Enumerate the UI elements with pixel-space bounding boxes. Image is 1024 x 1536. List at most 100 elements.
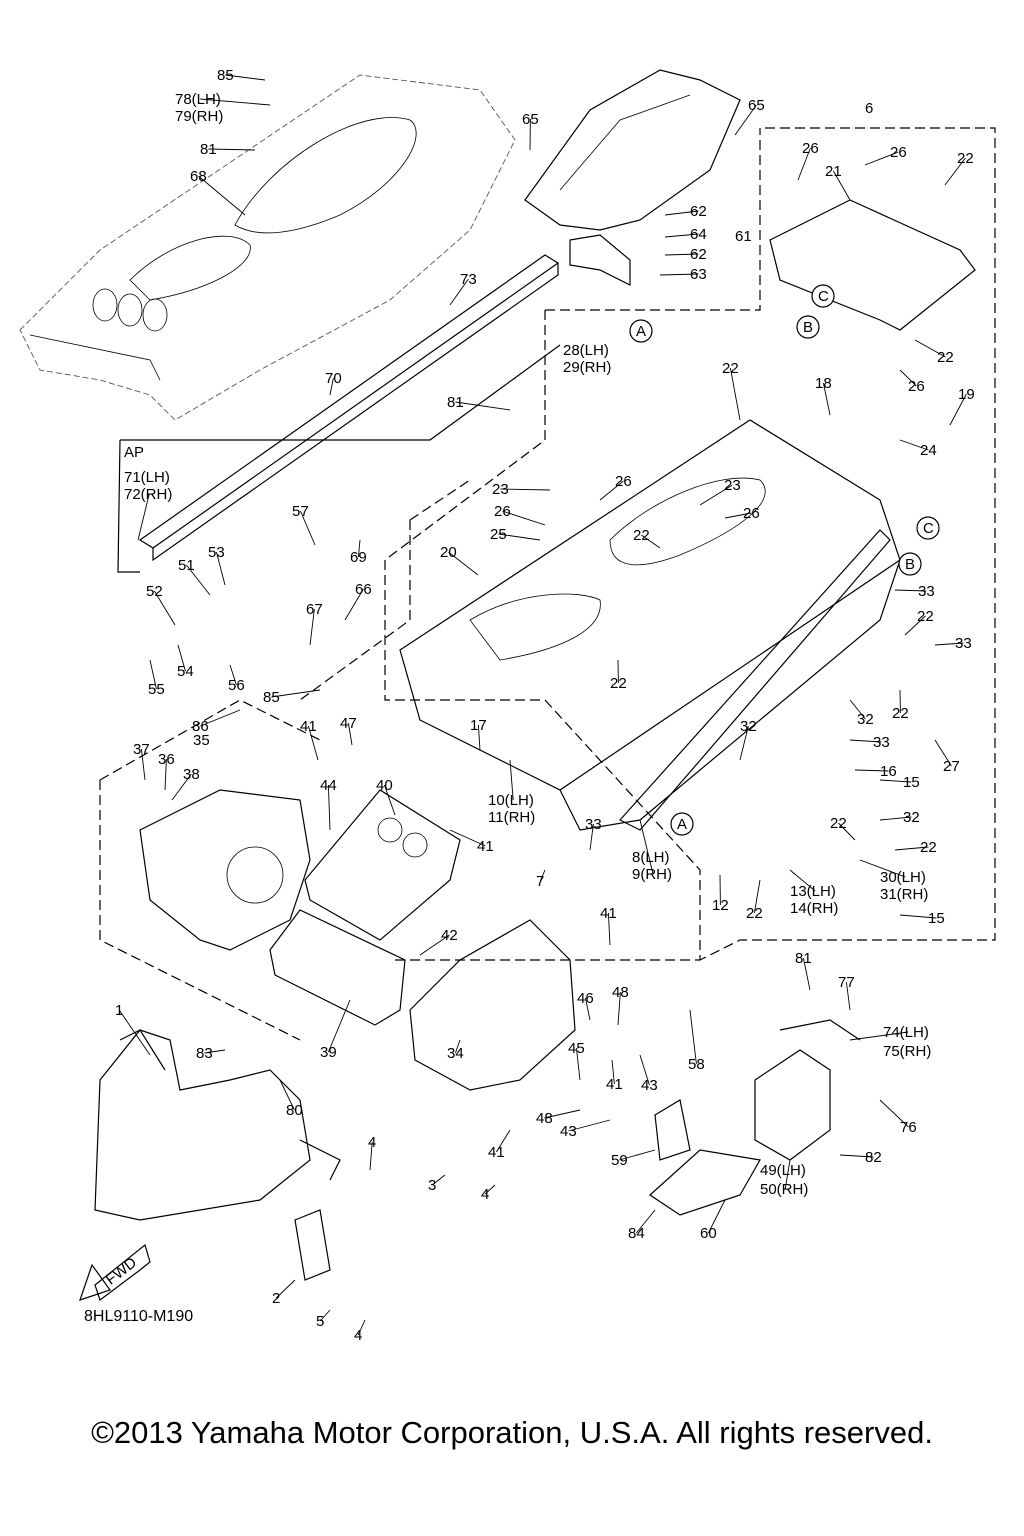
leader-line-2 (275, 1279, 296, 1299)
slide-rail-8-9 (619, 529, 891, 831)
callout-68: 68 (190, 168, 207, 185)
leader-line-22h (838, 822, 856, 841)
leader-line-62b (664, 253, 699, 256)
leader-line-60 (707, 1199, 726, 1234)
callout-39: 39 (320, 1044, 337, 1061)
leader-line-44 (327, 784, 331, 831)
callout-41a: 41 (300, 718, 317, 735)
callout-82: 82 (865, 1149, 882, 1166)
leader-line-15b (899, 914, 937, 919)
leader-line-37 (140, 748, 146, 781)
callout-12: 12 (712, 897, 729, 914)
ref-marker-label-B1: B (803, 319, 813, 336)
leader-line-47 (347, 722, 353, 746)
leader-line-10_11a (509, 759, 514, 801)
callout-22b: 22 (937, 349, 954, 366)
leader-line-55 (149, 659, 157, 690)
leader-line-52 (154, 590, 176, 626)
leader-line-41b (449, 829, 486, 847)
leader-line-22j (753, 879, 761, 914)
leader-line-18 (822, 382, 831, 416)
leader-line-22i (894, 846, 929, 851)
callout-57: 57 (292, 503, 309, 520)
callout-86: 86 (192, 718, 209, 735)
leader-line-8_9b (639, 819, 654, 875)
callout-47: 47 (340, 715, 357, 732)
callout-28_29a: 28(LH) (563, 342, 609, 359)
ref-marker-A1 (629, 319, 653, 343)
callout-84: 84 (628, 1225, 645, 1242)
callout-26f: 26 (743, 505, 760, 522)
leader-line-54 (177, 644, 186, 672)
callout-41b: 41 (477, 838, 494, 855)
callout-46: 46 (577, 990, 594, 1007)
callout-22h: 22 (830, 815, 847, 832)
leader-line-1 (118, 1009, 151, 1056)
leader-line-23b (699, 484, 733, 506)
leader-line-85b (271, 689, 321, 698)
fwd-arrow-icon: FWD (79, 1243, 151, 1301)
leader-line-26d (599, 480, 624, 501)
callout-4b: 4 (481, 1186, 489, 1203)
leader-line-33d (589, 823, 594, 851)
callout-32b: 32 (740, 718, 757, 735)
leader-line-63 (659, 273, 699, 276)
callout-2: 2 (272, 1290, 280, 1307)
leader-line-73 (449, 278, 469, 306)
leader-line-33b (934, 642, 964, 646)
ap-label: AP (124, 444, 144, 461)
callout-33d: 33 (585, 816, 602, 833)
callout-67: 67 (306, 601, 323, 618)
leader-line-42 (419, 934, 450, 956)
callout-13_14a: 13(LH) (790, 883, 836, 900)
leader-line-26a (797, 147, 811, 181)
callout-52: 52 (146, 583, 163, 600)
callout-49_50a: 49(LH) (760, 1162, 806, 1179)
callout-56: 56 (228, 677, 245, 694)
callout-16: 16 (880, 763, 897, 780)
callout-6: 6 (865, 100, 873, 117)
callout-71_72b: 72(RH) (124, 486, 172, 503)
ref-marker-C1 (811, 284, 835, 308)
callout-26d: 26 (615, 473, 632, 490)
callout-33a: 33 (918, 583, 935, 600)
callout-58: 58 (688, 1056, 705, 1073)
callout-64: 64 (690, 226, 707, 243)
leader-line-38 (171, 773, 192, 801)
callout-8_9a: 8(LH) (632, 849, 670, 866)
leader-line-64 (664, 233, 699, 238)
callout-23a: 23 (492, 481, 509, 498)
callout-81c: 81 (795, 950, 812, 967)
rail-70 (138, 254, 560, 562)
leader-line-20 (448, 551, 479, 576)
callout-4c: 4 (354, 1327, 362, 1344)
leader-line-45 (575, 1047, 581, 1081)
leader-line-78_79a (200, 98, 271, 106)
callout-7: 7 (536, 873, 544, 890)
callout-36: 36 (158, 751, 175, 768)
callout-81a: 81 (200, 141, 217, 158)
leader-line-69 (357, 539, 361, 558)
callout-40: 40 (376, 777, 393, 794)
kit-69-dashed-box (299, 479, 471, 701)
leader-line-85a (225, 74, 266, 81)
callout-10_11a: 10(LH) (488, 792, 534, 809)
callout-77: 77 (838, 974, 855, 991)
leader-line-68 (198, 175, 246, 216)
leader-line-53 (215, 551, 226, 586)
leader-line-86 (200, 709, 241, 727)
chassis-ghost-outline (19, 74, 516, 421)
front-frame-1 (94, 1029, 341, 1221)
callout-55: 55 (148, 681, 165, 698)
leader-line-48a (617, 991, 621, 1026)
callout-22c: 22 (722, 360, 739, 377)
callout-30_31b: 31(RH) (880, 886, 928, 903)
callout-26b: 26 (890, 144, 907, 161)
leader-line-74_75a (849, 1031, 909, 1041)
leader-line-32b (739, 725, 749, 761)
callout-51: 51 (178, 557, 195, 574)
callout-59: 59 (611, 1152, 628, 1169)
kit-6-dashed-box (699, 127, 996, 961)
callout-61: 61 (735, 228, 752, 245)
